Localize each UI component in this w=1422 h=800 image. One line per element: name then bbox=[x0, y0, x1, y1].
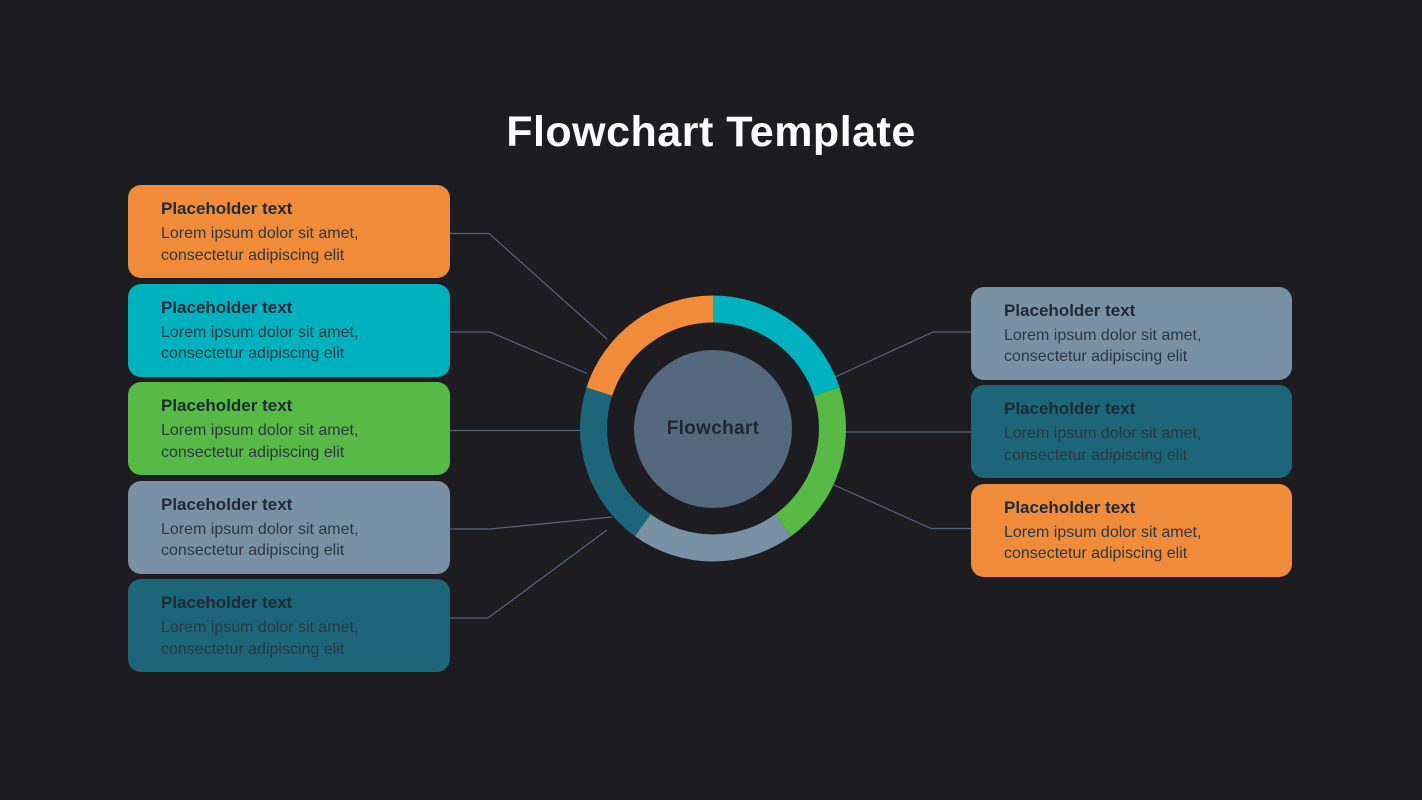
connector-line-left-4 bbox=[450, 516, 613, 530]
connector-line-left-1 bbox=[450, 232, 608, 340]
slide-title: Flowchart Template bbox=[506, 108, 916, 156]
donut-segment-dark-teal bbox=[580, 387, 651, 537]
box-title: Placeholder text bbox=[161, 199, 293, 218]
donut-segment-orange bbox=[586, 295, 714, 397]
connector-lines bbox=[450, 232, 971, 619]
placeholder-box-left-4[interactable]: Placeholder text Lorem ipsum dolor sit a… bbox=[128, 480, 450, 574]
placeholder-box-right-2[interactable]: Placeholder text Lorem ipsum dolor sit a… bbox=[971, 385, 1292, 478]
center-hub-label: Flowchart bbox=[666, 417, 760, 439]
box-body: Lorem ipsum dolor sit amet, consectetur … bbox=[161, 520, 359, 560]
box-body: Lorem ipsum dolor sit amet, consectetur … bbox=[1004, 425, 1202, 464]
box-title: Placeholder text bbox=[161, 396, 293, 415]
placeholder-box-right-1[interactable]: Placeholder text Lorem ipsum dolor sit a… bbox=[971, 286, 1292, 380]
box-body: Lorem ipsum dolor sit amet, consectetur … bbox=[1004, 326, 1202, 366]
box-title: Placeholder text bbox=[1004, 497, 1136, 517]
box-body: Lorem ipsum dolor sit amet, consectetur … bbox=[161, 323, 359, 363]
box-title: Placeholder text bbox=[1004, 300, 1136, 320]
box-body: Lorem ipsum dolor sit amet, consectetur … bbox=[161, 619, 359, 658]
box-title: Placeholder text bbox=[1004, 399, 1136, 418]
box-title: Placeholder text bbox=[161, 593, 293, 612]
connector-line-right-1 bbox=[834, 331, 971, 378]
donut-ring bbox=[580, 295, 846, 562]
donut-segment-green bbox=[775, 387, 846, 537]
placeholder-box-right-3[interactable]: Placeholder text Lorem ipsum dolor sit a… bbox=[971, 483, 1292, 577]
connector-line-left-5 bbox=[450, 529, 608, 619]
donut-segment-teal bbox=[712, 295, 840, 397]
donut-segment-slate bbox=[634, 514, 792, 562]
placeholder-box-left-1[interactable]: Placeholder text Lorem ipsum dolor sit a… bbox=[128, 185, 450, 278]
placeholder-box-left-5[interactable]: Placeholder text Lorem ipsum dolor sit a… bbox=[128, 579, 450, 672]
connector-line-left-2 bbox=[450, 331, 588, 375]
right-box-column: Placeholder text Lorem ipsum dolor sit a… bbox=[971, 286, 1292, 577]
box-body: Lorem ipsum dolor sit amet, consectetur … bbox=[161, 422, 359, 461]
connector-line-right-3 bbox=[832, 483, 971, 530]
box-body: Lorem ipsum dolor sit amet, consectetur … bbox=[1004, 523, 1202, 563]
box-title: Placeholder text bbox=[161, 297, 293, 317]
box-body: Lorem ipsum dolor sit amet, consectetur … bbox=[161, 225, 359, 264]
left-box-column: Placeholder text Lorem ipsum dolor sit a… bbox=[128, 185, 450, 672]
placeholder-box-left-3[interactable]: Placeholder text Lorem ipsum dolor sit a… bbox=[128, 382, 450, 475]
placeholder-box-left-2[interactable]: Placeholder text Lorem ipsum dolor sit a… bbox=[128, 283, 450, 377]
box-title: Placeholder text bbox=[161, 494, 293, 514]
center-hub-circle[interactable]: Flowchart bbox=[634, 349, 792, 508]
